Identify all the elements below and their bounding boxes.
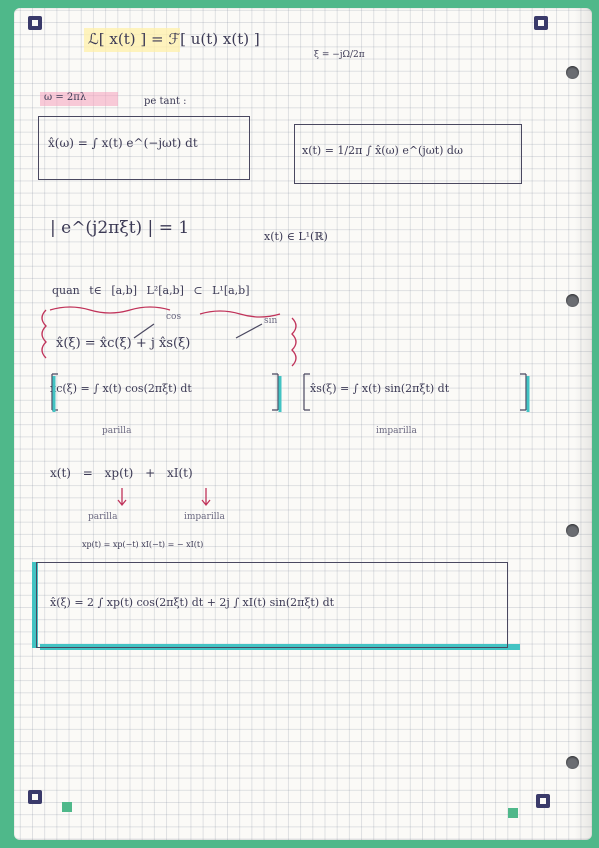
arrow-to-cos bbox=[133, 323, 155, 339]
arrow-down-pari bbox=[117, 488, 127, 507]
left-brace bbox=[41, 309, 47, 359]
fourier-transform-formula: x̂(ω) = ∫ x(t) e^(−jωt) dt bbox=[48, 136, 198, 150]
binder-hole bbox=[566, 294, 579, 307]
green-square-marker bbox=[62, 802, 72, 812]
pari-label-2: parilla bbox=[88, 512, 118, 522]
omega-definition: ω = 2πλ bbox=[44, 92, 87, 103]
corner-marker-top-right bbox=[534, 16, 548, 30]
teal-side-mark bbox=[32, 562, 38, 648]
dispari-label-2: imparilla bbox=[184, 512, 225, 522]
title-subscript: ξ = −jΩ/2π bbox=[314, 50, 365, 60]
binder-hole bbox=[566, 756, 579, 769]
corner-marker-bottom-left bbox=[28, 790, 42, 804]
pink-highlight bbox=[40, 92, 118, 106]
per-tanto: pe tant : bbox=[144, 96, 187, 107]
fourier-transform-box bbox=[38, 116, 250, 180]
arrow-to-sin bbox=[235, 323, 263, 339]
handwriting-strokes bbox=[41, 306, 530, 507]
parity-rules: xp(t) = xp(−t) xI(−t) = − xI(t) bbox=[82, 540, 204, 549]
l1-membership: x(t) ∈ L¹(ℝ) bbox=[264, 230, 328, 243]
inverse-transform-box bbox=[294, 124, 522, 184]
cos-transform-formula: x̂c(ξ) = ∫ x(t) cos(2πξt) dt bbox=[50, 382, 192, 395]
pari-label: parilla bbox=[102, 426, 132, 436]
page-edge-shadow bbox=[574, 8, 592, 840]
decomposition-formula: x̂(ξ) = x̂c(ξ) + j x̂s(ξ) bbox=[56, 336, 191, 351]
top-wave bbox=[49, 306, 171, 314]
arrow-down-dispari bbox=[201, 488, 211, 507]
green-square-marker bbox=[508, 808, 518, 818]
cos-annotation: cos bbox=[166, 312, 182, 322]
yellow-highlight bbox=[84, 28, 180, 52]
left-bracket-2 bbox=[303, 373, 310, 411]
binder-hole bbox=[566, 66, 579, 79]
binder-hole bbox=[566, 524, 579, 537]
l-spaces-inclusion: quan t∈ [a,b] L²[a,b] ⊂ L¹[a,b] bbox=[52, 284, 250, 297]
final-formula-box bbox=[36, 562, 508, 648]
final-formula: x̂(ξ) = 2 ∫ xp(t) cos(2πξt) dt + 2j ∫ xI… bbox=[50, 596, 335, 609]
corner-marker-bottom-right bbox=[536, 794, 550, 808]
dispari-label: imparilla bbox=[376, 426, 417, 436]
right-brace bbox=[291, 317, 297, 367]
modulus-formula: | e^(j2πξt) | = 1 bbox=[50, 218, 190, 238]
right-bracket bbox=[272, 373, 279, 411]
notebook-page: ℒ[ x(t) ] = ℱ[ u(t) x(t) ] ξ = −jΩ/2π ω … bbox=[14, 8, 592, 840]
right-bracket-2 bbox=[520, 373, 527, 411]
sin-annotation: sin bbox=[264, 316, 278, 326]
top-wave-2 bbox=[199, 310, 281, 318]
title-formula: ℒ[ x(t) ] = ℱ[ u(t) x(t) ] bbox=[88, 30, 260, 48]
corner-marker-top-left bbox=[28, 16, 42, 30]
sin-transform-formula: x̂s(ξ) = ∫ x(t) sin(2πξt) dt bbox=[310, 382, 450, 395]
parity-split-formula: x(t) = xp(t) + xI(t) bbox=[50, 466, 193, 480]
inverse-transform-formula: x(t) = 1/2π ∫ x̂(ω) e^(jωt) dω bbox=[302, 144, 463, 157]
